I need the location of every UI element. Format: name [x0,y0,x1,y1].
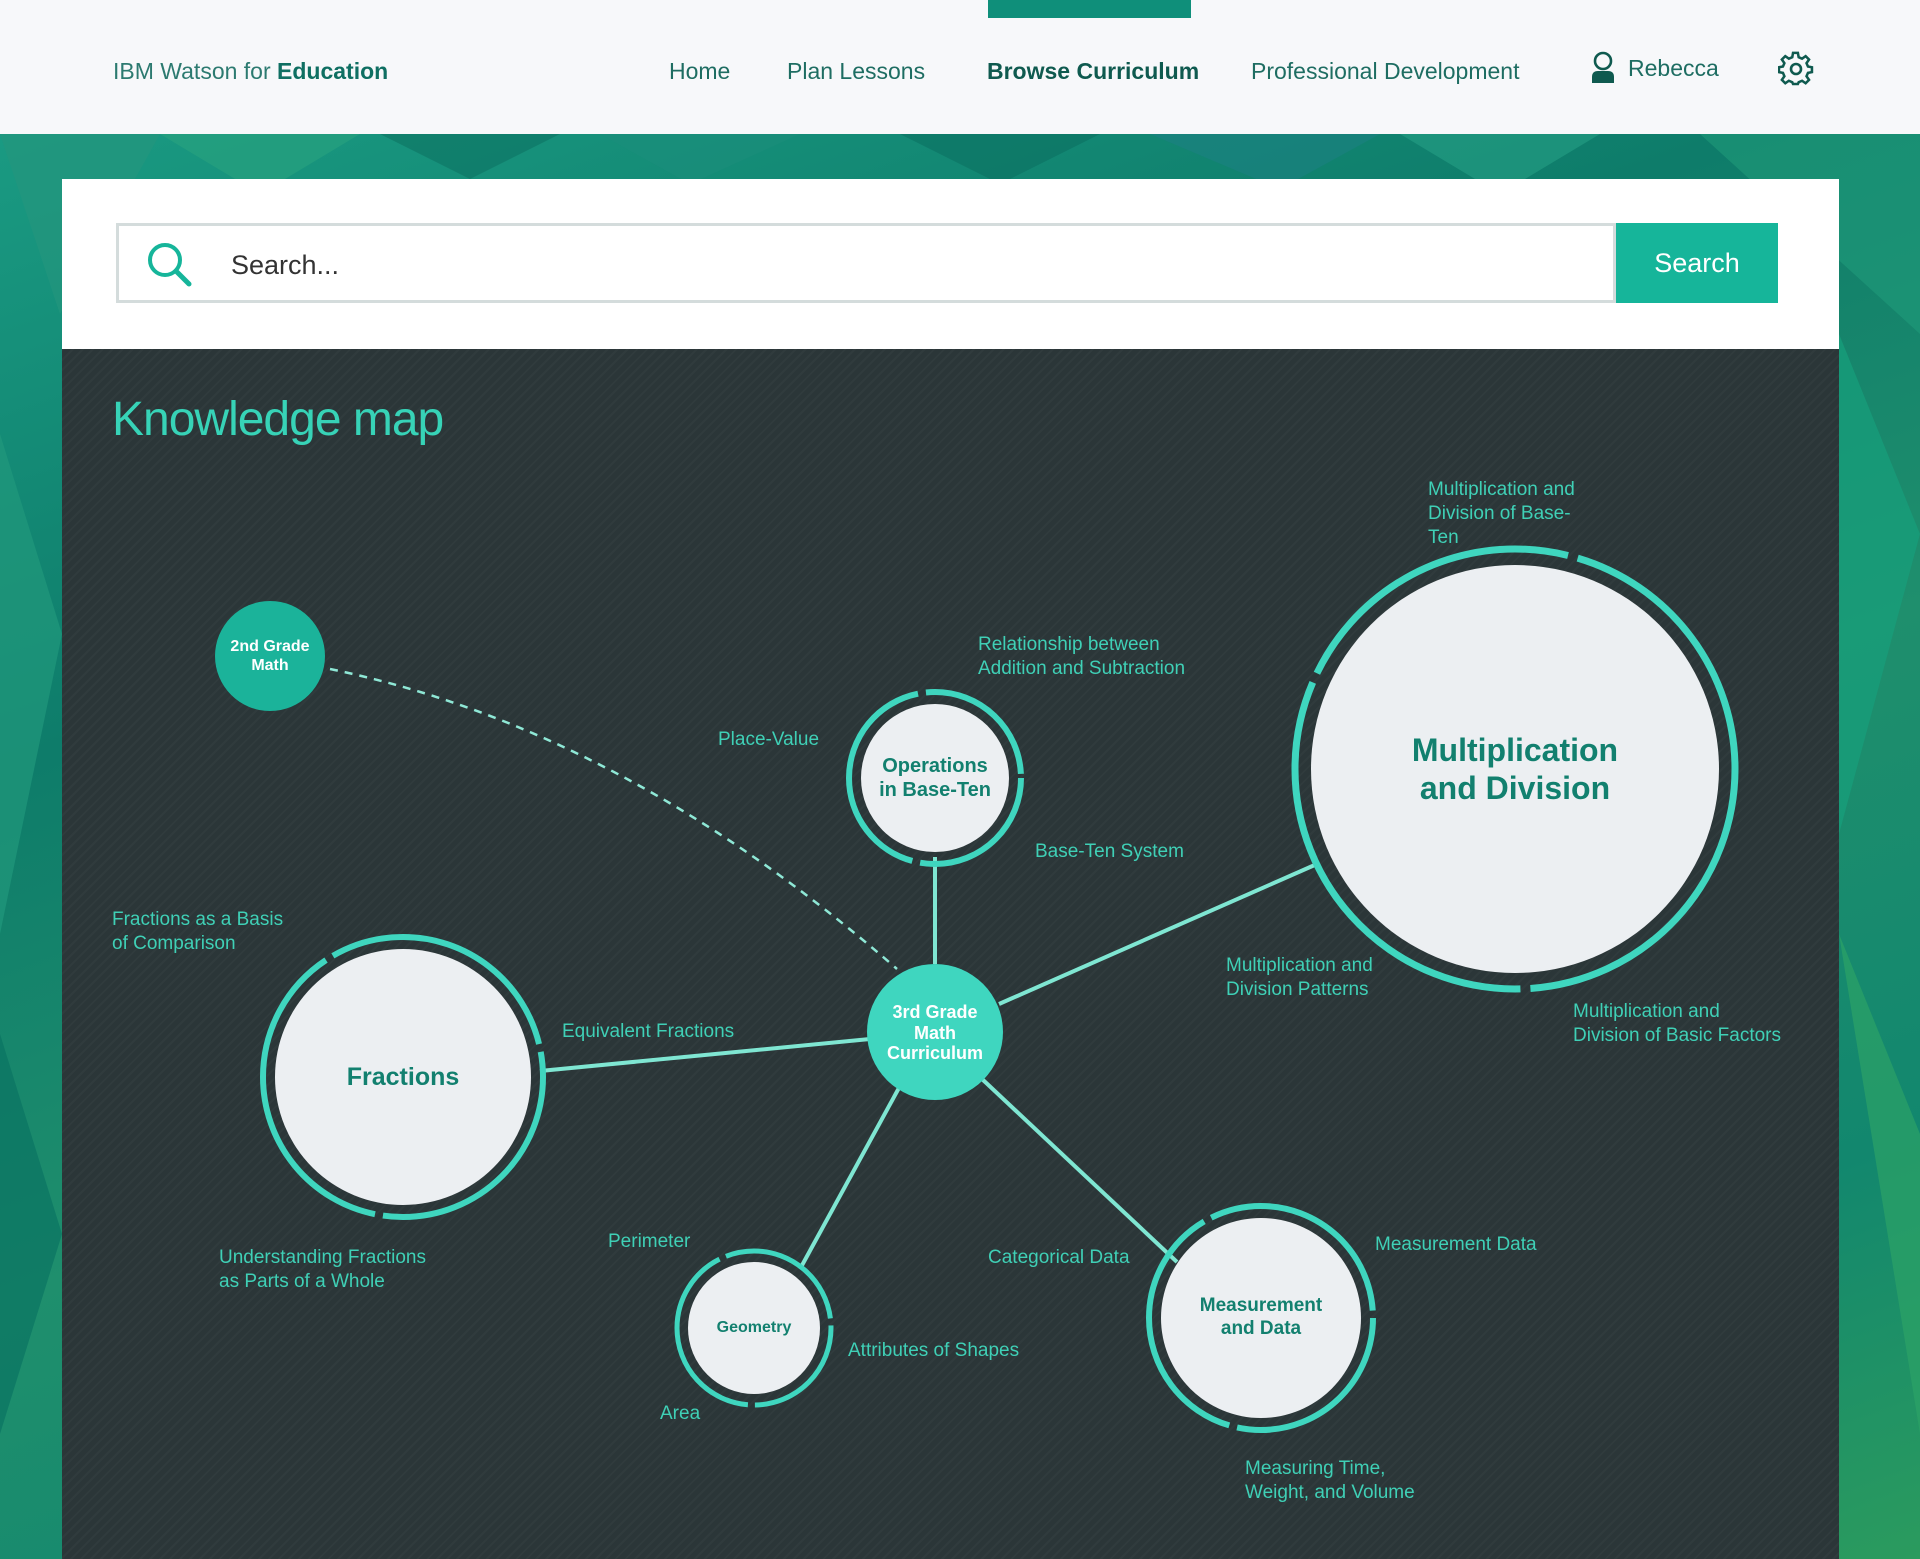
link-measurement [980,1077,1179,1264]
topic-multiplication-base-ten[interactable]: Multiplication and Division of Base-Ten [1428,479,1575,548]
user-name: Rebecca [1628,54,1719,81]
label-operations-in-base-ten[interactable]: Operations in Base-Ten [879,755,991,801]
user-menu[interactable]: Rebecca [1590,50,1719,86]
node-3rd-grade-math-curriculum[interactable] [867,964,1003,1100]
node-operations-in-base-ten[interactable] [861,704,1009,852]
topic-measurement-data[interactable]: Measurement Data [1375,1234,1537,1255]
label-measurement-and-data[interactable]: Measurement and Data [1199,1295,1323,1339]
topic-fractions-parts-of-whole[interactable]: Understanding Fractions as Parts of a Wh… [219,1247,426,1292]
topic-fractions-comparison[interactable]: Fractions as a Basis of Comparison [112,909,284,954]
topic-multiplication-basic-factors[interactable]: Multiplication and Division of Basic Fac… [1573,1001,1782,1046]
node-geometry[interactable] [688,1262,820,1394]
active-tab-indicator [988,0,1191,18]
topic-categorical-data[interactable]: Categorical Data [988,1247,1130,1268]
topic-relationship-addition-subtraction[interactable]: Relationship between Addition and Subtra… [978,634,1186,679]
node-measurement-and-data[interactable] [1161,1218,1361,1418]
node-measurement-ring [1146,1203,1376,1433]
search-input[interactable] [229,240,1583,290]
link-multiplication [998,862,1318,1006]
nav-browse-curriculum[interactable]: Browse Curriculum [987,58,1200,84]
nav-plan-lessons[interactable]: Plan Lessons [787,58,926,84]
topic-area[interactable]: Area [660,1403,701,1424]
node-multiplication-and-division[interactable] [1311,565,1719,973]
label-geometry[interactable]: Geometry [716,1319,792,1337]
brand-bold: Education [277,58,389,84]
label-3rd-grade-math-curriculum[interactable]: 3rd Grade Math Curriculum [886,1001,983,1064]
search-box [116,223,1616,303]
topic-equivalent-fractions[interactable]: Equivalent Fractions [562,1021,735,1042]
node-fractions-ring [260,934,546,1220]
node-multiplication-ring [1291,545,1739,993]
link-fractions [539,1037,871,1073]
topic-perimeter[interactable]: Perimeter [608,1231,691,1252]
topic-attributes-of-shapes[interactable]: Attributes of Shapes [848,1340,1020,1361]
knowledge-map-graph [215,545,1739,1433]
nav-professional-development[interactable]: Professional Development [1251,58,1520,84]
node-geometry-ring [674,1248,834,1408]
search-icon [148,243,192,287]
topic-base-ten-system[interactable]: Base-Ten System [1035,841,1184,862]
topic-measuring-time-weight-volume[interactable]: Measuring Time, Weight, and Volume [1245,1458,1415,1503]
map-title: Knowledge map [112,393,444,446]
nav-home[interactable]: Home [669,58,731,84]
search-card: Search [62,179,1839,349]
label-multiplication-and-division[interactable]: Multiplication and Division [1411,731,1619,806]
node-2nd-grade-math[interactable] [215,601,325,711]
prior-knowledge-link [329,667,898,970]
brand-logo[interactable]: IBM Watson for Education [113,58,388,85]
gear-icon[interactable] [1778,51,1814,87]
node-fractions[interactable] [275,949,531,1205]
topic-place-value[interactable]: Place-Value [718,729,820,750]
node-operations-ring [846,689,1024,867]
search-button[interactable]: Search [1616,223,1778,303]
label-2nd-grade-math[interactable]: 2nd Grade Math [230,637,310,674]
brand-prefix: IBM Watson for [113,58,278,84]
label-fractions[interactable]: Fractions [346,1063,460,1091]
link-geometry [798,1085,902,1270]
knowledge-map-panel: Knowledge map 2nd Grade Math Operations … [62,349,1839,1559]
top-navigation-bar: IBM Watson for Education Home Plan Lesso… [0,0,1920,134]
user-icon [1592,51,1614,83]
topic-multiplication-patterns[interactable]: Multiplication and Division Patterns [1226,955,1373,1000]
